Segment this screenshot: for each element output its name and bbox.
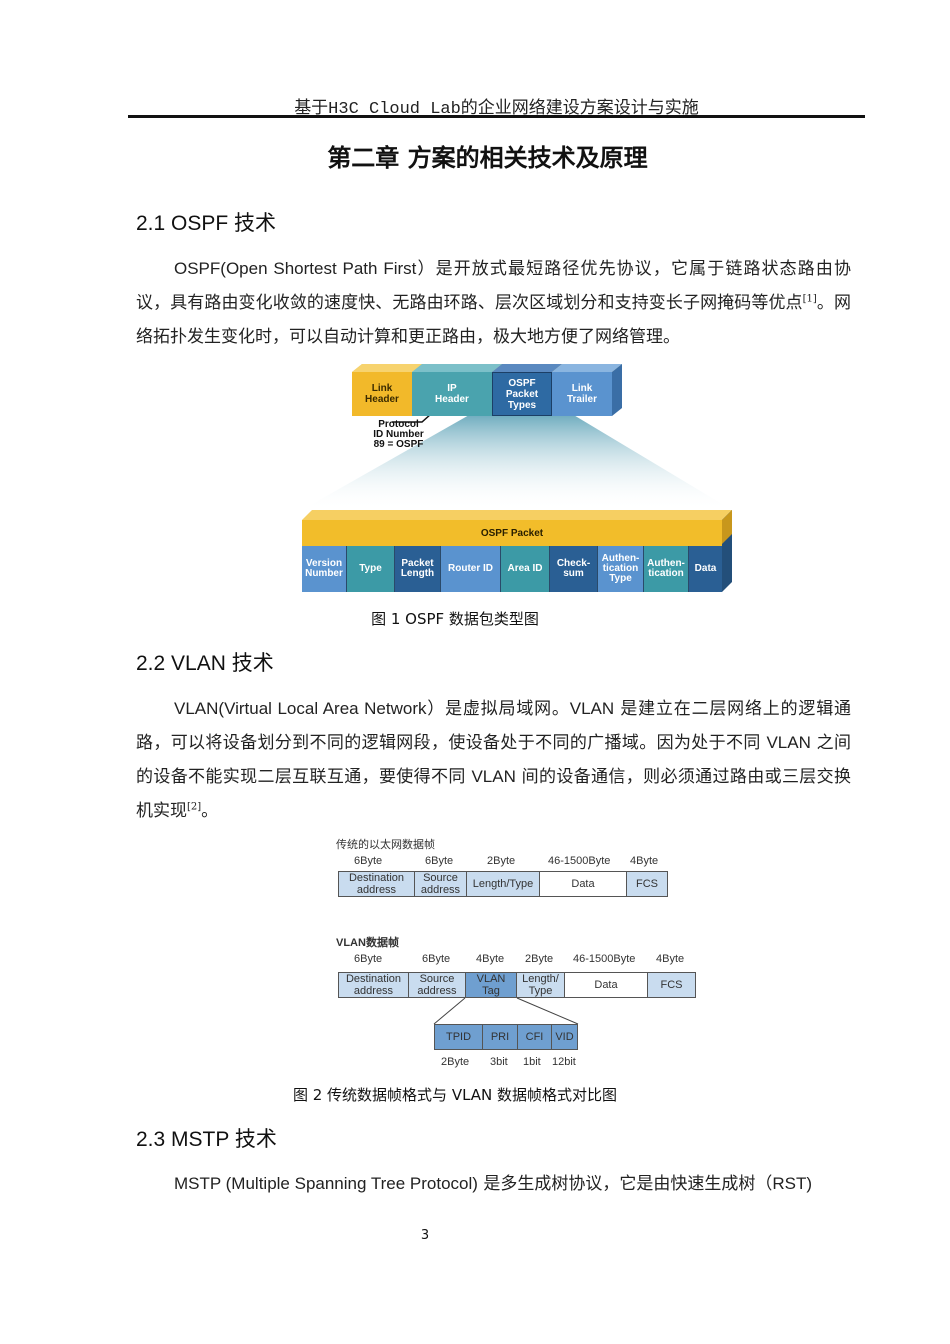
field-authentication-type: Authen- tication Type — [598, 546, 644, 592]
size-label: 46-1500Byte — [548, 855, 611, 867]
running-header: 基于H3C Cloud Lab的企业网络建设方案设计与实施 — [294, 100, 699, 119]
text: 之间的设备不能实现二层互联互通，要使得不同 — [136, 733, 852, 787]
figure-frame-comparison: 传统的以太网数据帧 6Byte 6Byte 2Byte 46-1500Byte … — [330, 834, 710, 1074]
tag-size-label: 2Byte — [441, 1056, 470, 1068]
section-heading-2-3: 2.3 MSTP 技术 — [136, 1128, 277, 1151]
section-heading-2-2: 2.2 VLAN 技术 — [136, 652, 274, 675]
text: MSTP (Multiple Spanning Tree Protocol) — [174, 1174, 478, 1193]
figure-ospf-packet: Link Header IP Header OSPF Packet Types … — [300, 362, 740, 597]
frame-field-data: Data — [539, 871, 627, 897]
size-label: 2Byte — [487, 855, 516, 867]
tag-field-vid: VID — [551, 1024, 578, 1050]
chapter-title: 第二章 方案的相关技术及原理 — [327, 144, 648, 172]
vlan-field-source: Source address — [408, 972, 466, 998]
size-label: 4Byte — [476, 953, 505, 965]
label: OSPF Packet Types — [505, 377, 539, 411]
vlan-field-fcs: FCS — [647, 972, 696, 998]
size-label: 46-1500Byte — [573, 953, 636, 965]
text: VLAN(Virtual Local Area Network — [174, 699, 427, 718]
label: Link Trailer — [566, 383, 598, 405]
label: IP Header — [435, 383, 469, 405]
paragraph-ospf: OSPF(Open Shortest Path First）是开放式最短路径优先… — [136, 252, 851, 354]
ospf-field-row: Version Number Type Packet Length Router… — [302, 546, 722, 592]
protocol-id-annotation: Protocol ID Number 89 = OSPF — [356, 418, 441, 452]
size-label: 2Byte — [525, 953, 554, 965]
text: VLAN — [569, 699, 615, 718]
section-heading-2-1: 2.1 OSPF 技术 — [136, 212, 277, 235]
text: ）是开放式最短路径优先协议，它属于链路状态路由协议，具有路由变化收敛的速度快、无… — [136, 259, 851, 313]
text: 是多生成树协议，它是由快速生成树（ — [477, 1174, 773, 1194]
frame-field-destination: Destination address — [338, 871, 415, 897]
ospf-diagram-graphics — [302, 364, 732, 592]
vlan-field-destination: Destination address — [338, 972, 409, 998]
figure-2-caption: 图 2 传统数据帧格式与 VLAN 数据帧格式对比图 — [292, 1086, 618, 1104]
frame-field-source: Source address — [414, 871, 467, 897]
figure-1-caption: 图 1 OSPF 数据包类型图 — [371, 610, 539, 628]
block-link-trailer: Link Trailer — [552, 372, 612, 416]
vlan-frame-title: VLAN数据帧 — [336, 937, 399, 949]
text: VLAN — [471, 767, 516, 786]
traditional-frame-title: 传统的以太网数据帧 — [336, 839, 435, 851]
paragraph-mstp: MSTP (Multiple Spanning Tree Protocol) 是… — [136, 1167, 851, 1201]
size-label: 6Byte — [354, 855, 383, 867]
tag-field-cfi: CFI — [517, 1024, 552, 1050]
block-ip-header: IP Header — [412, 372, 492, 416]
vlan-field-data: Data — [564, 972, 648, 998]
field-data: Data — [689, 546, 722, 592]
citation-ref[interactable]: [1] — [802, 293, 817, 305]
field-type: Type — [347, 546, 395, 592]
vlan-field-tag: VLAN Tag — [465, 972, 517, 998]
field-router-id: Router ID — [441, 546, 501, 592]
vlan-field-length-type: Length/ Type — [516, 972, 565, 998]
size-label: 4Byte — [656, 953, 685, 965]
tag-size-label: 1bit — [523, 1056, 541, 1068]
size-label: 6Byte — [425, 855, 454, 867]
tag-size-label: 12bit — [552, 1056, 576, 1068]
paragraph-vlan: VLAN(Virtual Local Area Network）是虚拟局域网。V… — [136, 692, 851, 828]
ospf-packet-bar: OSPF Packet — [302, 520, 722, 546]
citation-ref[interactable]: [2] — [187, 801, 202, 813]
page-number: 3 — [420, 1228, 430, 1243]
text: 是建立在二层网络上的逻辑通路，可以将设备划分到不同的逻辑网段，使设备处于不同的广… — [136, 699, 852, 753]
field-checksum: Check- sum — [550, 546, 598, 592]
label: Protocol ID Number 89 = OSPF — [373, 419, 424, 450]
tag-field-pri: PRI — [482, 1024, 518, 1050]
label: Link Header — [365, 383, 399, 405]
text: 。网络拓扑发生变化时，可以自动计算和更正路由，极大地方便了网络管理。 — [136, 293, 851, 347]
field-packet-length: Packet Length — [395, 546, 441, 592]
block-link-header: Link Header — [352, 372, 412, 416]
size-label: 6Byte — [354, 953, 383, 965]
frame-field-fcs: FCS — [626, 871, 668, 897]
size-label: 4Byte — [630, 855, 659, 867]
field-version-number: Version Number — [302, 546, 347, 592]
text: VLAN — [766, 733, 811, 752]
tag-field-tpid: TPID — [434, 1024, 483, 1050]
text: 。 — [201, 801, 219, 821]
size-label: 6Byte — [422, 953, 451, 965]
text: RST) — [772, 1174, 813, 1193]
frame-field-length-type: Length/Type — [466, 871, 540, 897]
text: 间的设备通信，则必须通过路由或三层交换机实现 — [136, 767, 852, 821]
text: OSPF(Open Shortest Path First — [174, 259, 417, 278]
tag-size-label: 3bit — [490, 1056, 508, 1068]
text: ）是虚拟局域网。 — [426, 699, 570, 719]
block-ospf-packet-types: OSPF Packet Types — [492, 372, 552, 416]
field-area-id: Area ID — [501, 546, 550, 592]
field-authentication: Authen- tication — [644, 546, 689, 592]
header-rule — [128, 115, 865, 118]
